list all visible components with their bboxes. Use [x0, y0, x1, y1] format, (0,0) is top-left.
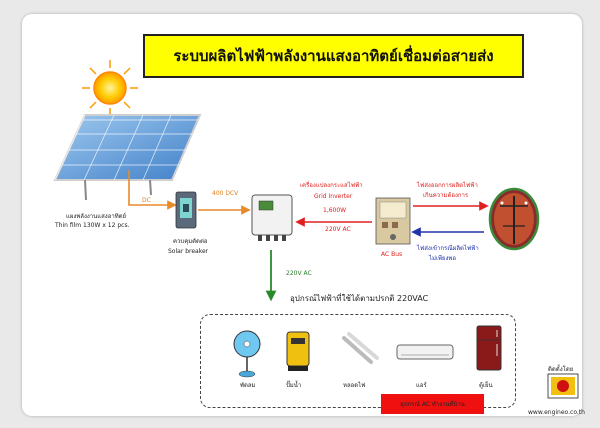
grid-inverter-icon: [251, 194, 293, 241]
inverter-to-bus-label: 220V AC: [325, 226, 351, 233]
appliance-fridge-label: ตู้เย็น: [479, 382, 493, 389]
utility-pole-icon: [488, 187, 540, 251]
inverter-th: เครื่องแปลงกระแสไฟฟ้า: [300, 182, 363, 189]
website-label: www.engineo.co.th: [528, 409, 585, 416]
grid-out-line2: เกินความต้องการ: [423, 192, 469, 199]
installer-label: ติดตั้งโดย: [548, 366, 574, 373]
dcv-label: 400 DCV: [212, 190, 239, 197]
solar-panel-spec: Thin film 130W x 12 pcs.: [55, 222, 130, 229]
breaker-name: ควบคุมตัดต่อ: [173, 238, 208, 245]
solar-panel-name: แผงพลังงานแสงอาทิตย์: [66, 213, 127, 220]
water-pump-icon: [286, 331, 310, 371]
appliances-title: อุปกรณ์ไฟฟ้าที่ใช้ได้ตามปรกติ 220VAC: [290, 294, 429, 303]
appliance-area: [200, 314, 516, 408]
page-title: ระบบผลิตไฟฟ้าพลังงานแสงอาทิตย์เชื่อมต่อส…: [143, 34, 524, 78]
appliance-fan-label: พัดลม: [240, 382, 256, 389]
breaker-en: Solar breaker: [168, 248, 209, 255]
grid-out-line1: ไฟส่งออกการผลิตไฟฟ้า: [417, 182, 478, 189]
grid-in-line1: ไฟส่งเข้ากรณีผลิตไฟฟ้า: [417, 245, 479, 252]
fan-icon: [233, 330, 261, 378]
appliance-ac-label: แอร์: [416, 382, 427, 389]
appliance-light-label: หลอดไฟ: [343, 382, 366, 389]
light-tube-icon: [342, 332, 379, 364]
solar-breaker-icon: [175, 191, 197, 229]
dc-arrow: [128, 170, 177, 210]
dc-label: DC: [142, 197, 151, 204]
down-label: 220V AC: [286, 270, 312, 277]
inverter-en: Grid Inverter: [314, 193, 353, 200]
refrigerator-icon: [476, 325, 502, 371]
solar-panel-icon: [53, 114, 202, 201]
grid-in-line2: ไม่เพียงพอ: [429, 255, 456, 262]
ac-bus-label: AC Bus: [381, 251, 403, 258]
air-conditioner-icon: [396, 344, 454, 360]
ac-bus-icon: [375, 197, 411, 245]
installer-logo-icon: [547, 373, 579, 399]
inverter-power: 1,600W: [323, 207, 347, 214]
ac-equipment-badge: อุปกรณ์ AC ทำงานที่บ้าน: [381, 394, 484, 414]
sun-icon: [82, 60, 138, 116]
appliance-pump-label: ปั๊มน้ำ: [286, 382, 302, 389]
